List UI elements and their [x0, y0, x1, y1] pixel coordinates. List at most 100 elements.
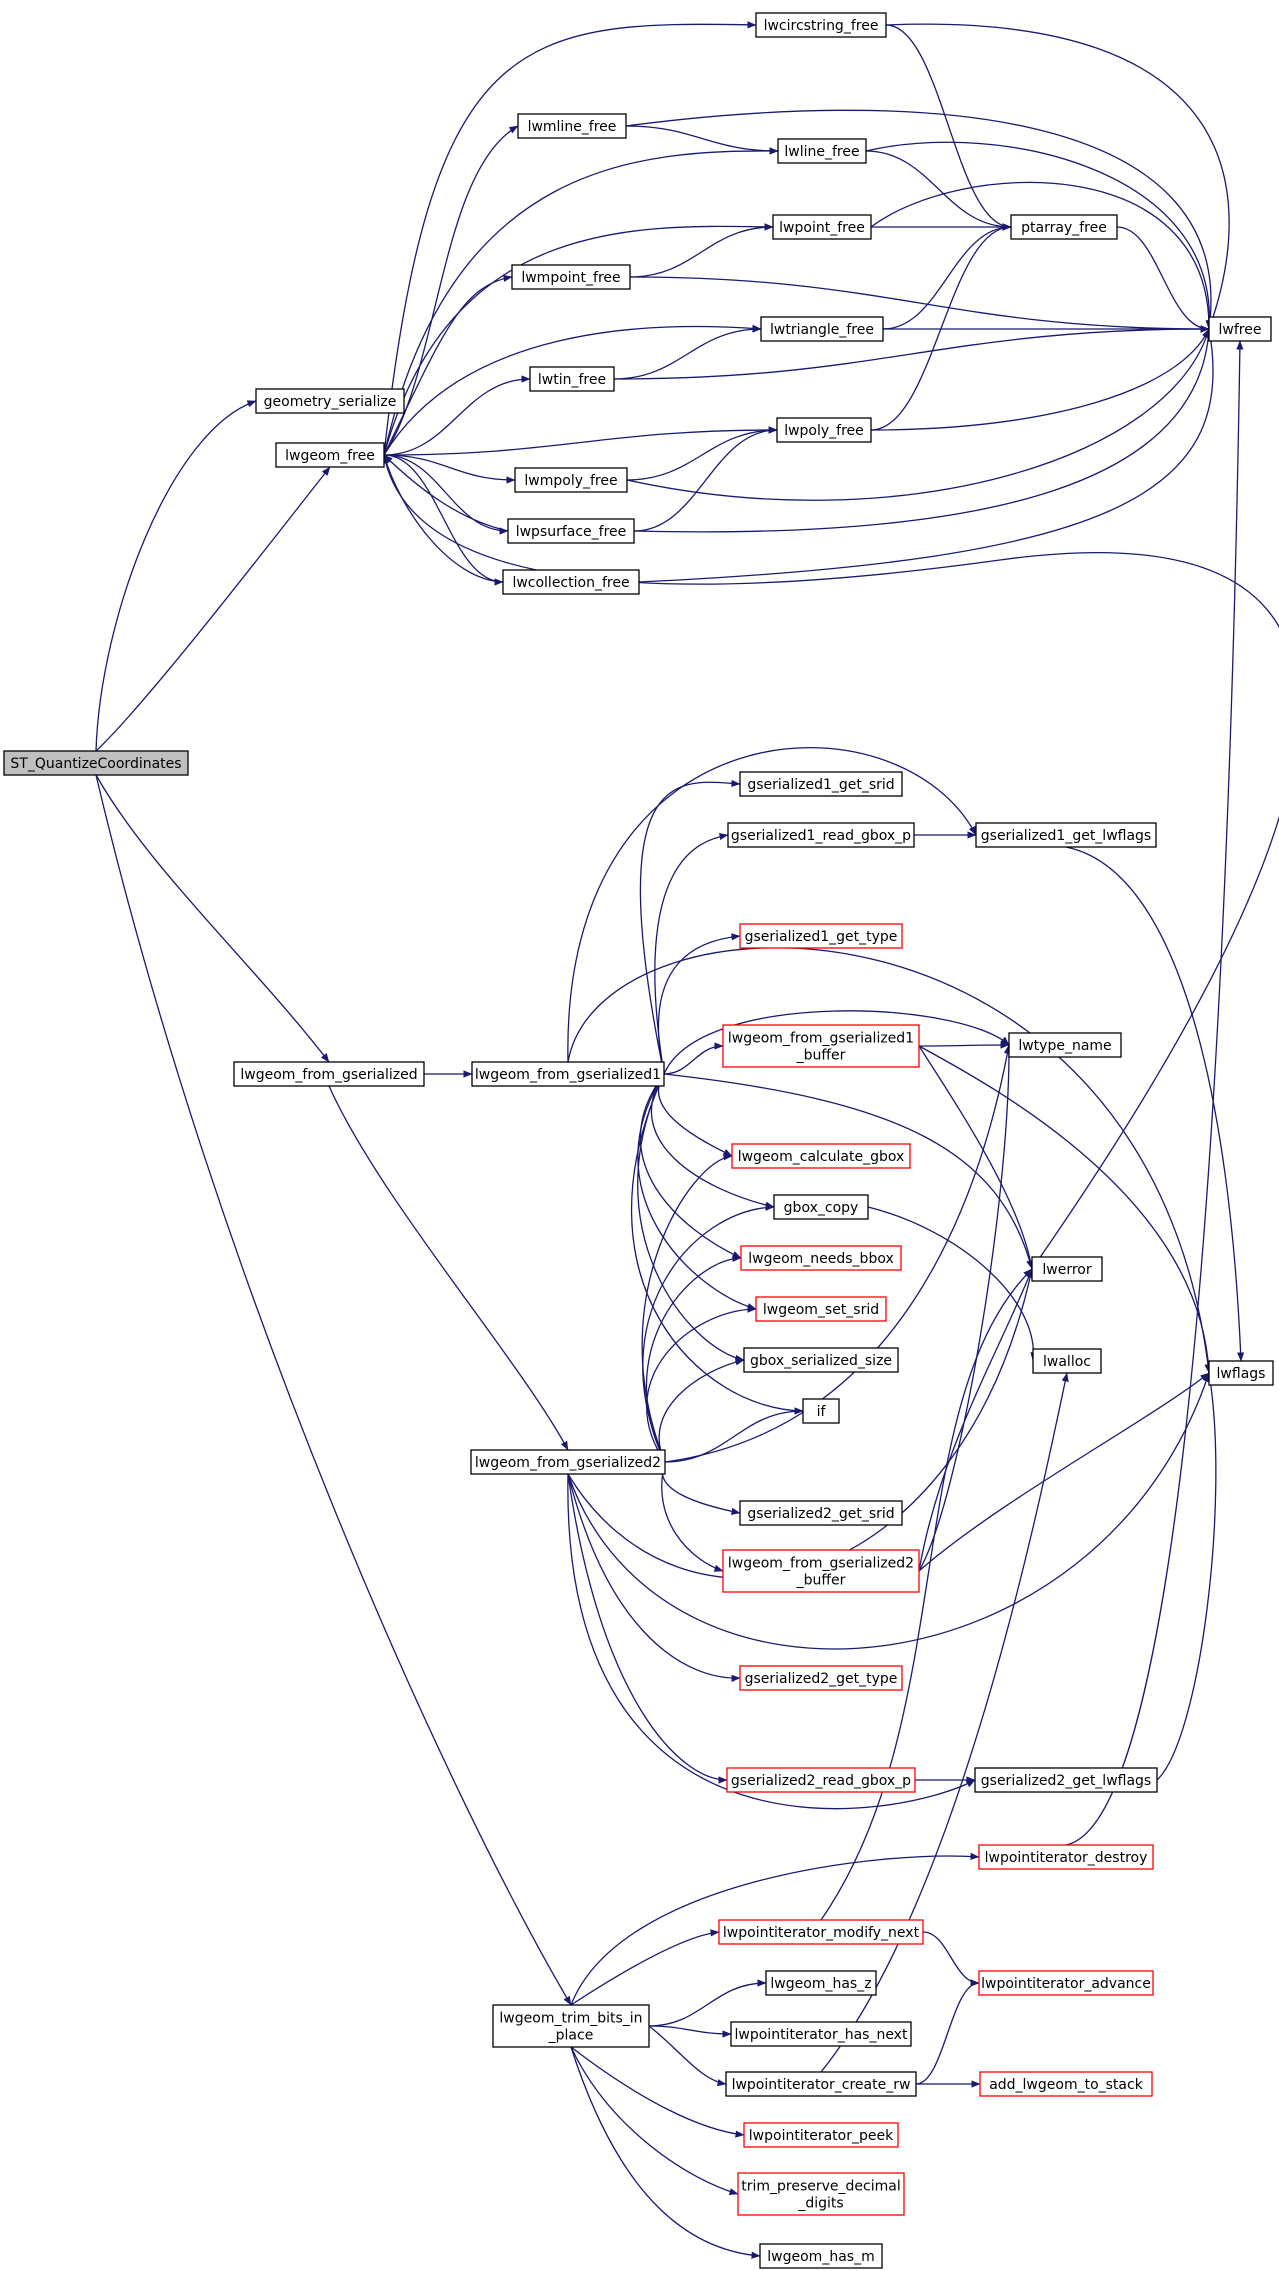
edge-ST_QuantizeCoordinates-to-lwgeom_from_gserialized [95, 774, 330, 1063]
edge-lwmpoly_free-to-lwpoly_free [626, 426, 778, 481]
node-label: ST_QuantizeCoordinates [10, 756, 181, 772]
node-gserialized1-get-srid[interactable]: gserialized1_get_srid [739, 771, 903, 797]
node-lwerror[interactable]: lwerror [1031, 1256, 1103, 1282]
edge-arrow [663, 1042, 724, 1075]
edge-lwgeom_free-to-lwcircstring_free [383, 21, 757, 456]
edge-arrow [567, 1473, 741, 1682]
node-lwgeom-from-gserialized2[interactable]: lwgeom_from_gserialized2 [470, 1449, 666, 1475]
node-lwgeom-has-z[interactable]: lwgeom_has_z [765, 1970, 877, 1996]
node-gserialized2-get-lwflags[interactable]: gserialized2_get_lwflags [974, 1767, 1158, 1793]
edge-arrow [661, 1461, 741, 1515]
node-box [233, 1061, 425, 1087]
edge-lwgeom_from_gserialized1-to-lwgeom_from_gserialized1_buffer [663, 1042, 724, 1075]
edge-arrow [918, 1372, 1210, 1572]
edge-lwgeom_from_gserialized2_buffer-to-lwerror [918, 1268, 1033, 1572]
node-lwfree[interactable]: lwfree [1208, 316, 1272, 342]
edge-arrow [657, 1073, 733, 1157]
node-lwpointiterator-has-next[interactable]: lwpointiterator_has_next [730, 2021, 912, 2047]
node-lwpsurface-free[interactable]: lwpsurface_free [507, 518, 635, 544]
node-lwgeom-calculate-gbox[interactable]: lwgeom_calculate_gbox [731, 1143, 911, 1169]
edge-lwgeom_from_gserialized2-to-gserialized2_get_lwflags [567, 1473, 976, 1810]
node-lwtriangle-free[interactable]: lwtriangle_free [760, 316, 884, 342]
node-add-lwgeom-to-stack[interactable]: add_lwgeom_to_stack [979, 2071, 1153, 2097]
edge-lwgeom_from_gserialized1-to-lwflags [567, 947, 1212, 1374]
node-lwflags[interactable]: lwflags [1208, 1360, 1274, 1386]
edge-arrow [570, 2046, 745, 2138]
node-lwgeom-needs-bbox[interactable]: lwgeom_needs_bbox [740, 1245, 902, 1271]
edge-lwpsurface_free-to-lwgeom_free [383, 454, 509, 532]
node-lwgeom-from-gserialized1[interactable]: lwgeom_from_gserialized1 [471, 1061, 665, 1087]
node-box [760, 316, 884, 342]
edge-lwgeom_from_gserialized1-to-lwerror [663, 1073, 1034, 1270]
node-gbox-copy[interactable]: gbox_copy [773, 1194, 869, 1220]
node-lwgeom-has-m[interactable]: lwgeom_has_m [759, 2243, 883, 2269]
node-label: _digits [797, 2196, 843, 2212]
node-lwgeom-from-gserialized1-buffer[interactable]: lwgeom_from_gserialized1_buffer [722, 1024, 920, 1068]
edge-lwgeom_free-to-lwpoint_free [383, 223, 774, 456]
node-gserialized2-read-gbox-p[interactable]: gserialized2_read_gbox_p [726, 1767, 916, 1793]
node-lwmpoint-free[interactable]: lwmpoint_free [511, 264, 631, 290]
node-lwpointiterator-create-rw[interactable]: lwpointiterator_create_rw [725, 2071, 917, 2097]
node-gserialized1-get-lwflags[interactable]: gserialized1_get_lwflags [975, 822, 1157, 848]
edge-arrow [570, 2046, 761, 2259]
node-label: lwmpoly_free [524, 473, 617, 489]
edge-lwgeom_from_gserialized1_buffer-to-lwflags [918, 1045, 1213, 1374]
edge-arrow [658, 1358, 745, 1463]
node-lwgeom-free[interactable]: lwgeom_free [275, 442, 385, 468]
edge-arrow [657, 933, 741, 1075]
edge-arrow [865, 150, 1012, 231]
node-st-quantizecoordinates[interactable]: ST_QuantizeCoordinates [3, 750, 189, 776]
node-lwalloc[interactable]: lwalloc [1032, 1348, 1102, 1374]
edge-lwpoint_free-to-lwfree [870, 181, 1213, 330]
node-box [737, 2172, 905, 2216]
edge-ST_QuantizeCoordinates-to-lwgeom_trim_bits_in_place [95, 774, 572, 2006]
edge-lwgeom_from_gserialized1-to-gbox_serialized_size [637, 1073, 745, 1362]
node-lwgeom-from-gserialized2-buffer[interactable]: lwgeom_from_gserialized2_buffer [722, 1549, 920, 1593]
node-lwpoint-free[interactable]: lwpoint_free [772, 214, 872, 240]
node-geometry-serialize[interactable]: geometry_serialize [255, 388, 405, 414]
node-lwpoly-free[interactable]: lwpoly_free [776, 417, 872, 443]
node-gserialized1-read-gbox-p[interactable]: gserialized1_read_gbox_p [727, 822, 915, 848]
edge-arrow [383, 223, 774, 456]
node-lwgeom-trim-bits-in-place[interactable]: lwgeom_trim_bits_in_place [492, 2004, 650, 2048]
node-box [739, 1665, 903, 1691]
node-gserialized2-get-srid[interactable]: gserialized2_get_srid [739, 1500, 903, 1526]
edge-lwgeom_from_gserialized1_buffer-to-lwtype_name [918, 1041, 1010, 1049]
node-lwgeom-from-gserialized[interactable]: lwgeom_from_gserialized [233, 1061, 425, 1087]
node-lwpointiterator-modify-next[interactable]: lwpointiterator_modify_next [718, 1919, 924, 1945]
node-label: lwline_free [784, 144, 859, 160]
node-lwcollection-free[interactable]: lwcollection_free [502, 569, 640, 595]
node-lwgeom-set-srid[interactable]: lwgeom_set_srid [755, 1296, 887, 1322]
node-gserialized2-get-type[interactable]: gserialized2_get_type [739, 1665, 903, 1691]
node-lwpointiterator-peek[interactable]: lwpointiterator_peek [743, 2122, 899, 2148]
node-lwmline-free[interactable]: lwmline_free [517, 113, 627, 139]
node-label: lwfree [1219, 322, 1262, 338]
node-box [529, 366, 615, 392]
node-lwtype-name[interactable]: lwtype_name [1008, 1032, 1122, 1058]
edge-arrow [639, 779, 741, 1075]
node-if[interactable]: if [802, 1398, 840, 1424]
node-lwcircstring-free[interactable]: lwcircstring_free [755, 12, 887, 38]
node-lwtin-free[interactable]: lwtin_free [529, 366, 615, 392]
node-ptarray-free[interactable]: ptarray_free [1010, 214, 1118, 240]
node-box [275, 442, 385, 468]
node-label: gbox_copy [784, 1200, 859, 1216]
edge-lwgeom_from_gserialized2_buffer-to-lwtype_name [918, 1044, 1013, 1572]
edge-arrow [648, 1979, 767, 2027]
node-trim-preserve-decimal-digits[interactable]: trim_preserve_decimal_digits [737, 2172, 905, 2216]
node-gbox-serialized-size[interactable]: gbox_serialized_size [743, 1347, 899, 1373]
node-gserialized1-get-type[interactable]: gserialized1_get_type [739, 923, 903, 949]
node-lwline-free[interactable]: lwline_free [777, 138, 867, 164]
node-lwmpoly-free[interactable]: lwmpoly_free [514, 467, 628, 493]
edge-lwgeom_from_gserialized1_buffer-to-lwerror [918, 1045, 1035, 1270]
edge-lwgeom_free-to-lwtin_free [383, 375, 531, 456]
node-lwpointiterator-advance[interactable]: lwpointiterator_advance [978, 1970, 1154, 1996]
edge-arrow [383, 274, 513, 456]
edge-arrow [625, 125, 779, 155]
node-label: lwgeom_from_gserialized1 [475, 1067, 661, 1083]
edge-lwgeom_from_gserialized1-to-gserialized1_get_type [657, 933, 741, 1075]
node-box [773, 1194, 869, 1220]
node-label: lwgeom_from_gserialized2 [475, 1455, 661, 1471]
node-lwpointiterator-destroy[interactable]: lwpointiterator_destroy [978, 1844, 1154, 1870]
edge-lwpointiterator_create_rw-to-lwalloc [820, 1372, 1069, 2073]
